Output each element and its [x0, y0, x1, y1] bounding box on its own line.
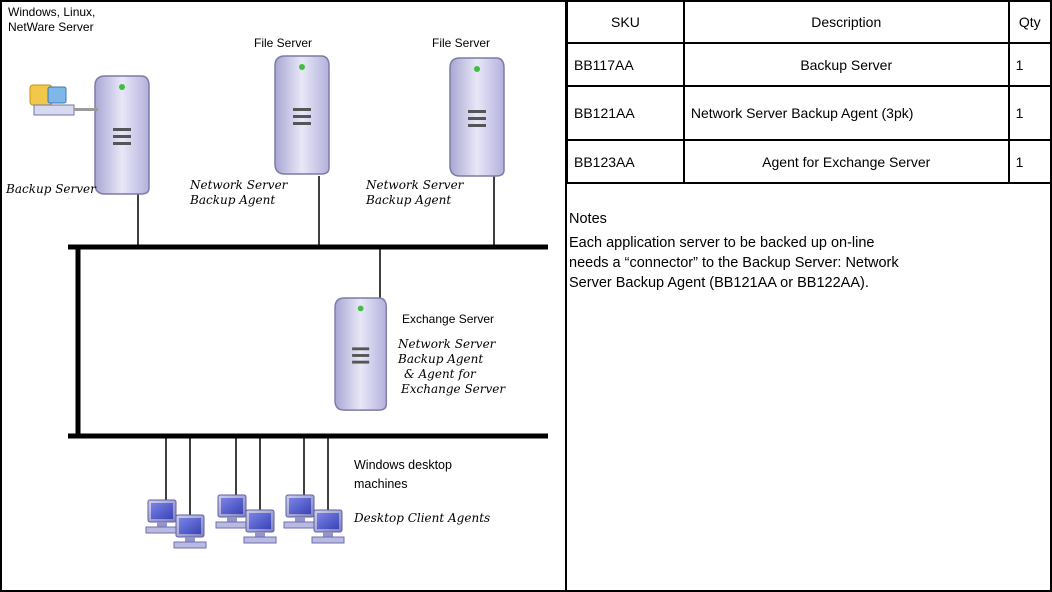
notes-line: Each application server to be backed up … [569, 235, 875, 251]
backup-server-label: Backup Server [6, 182, 96, 196]
sku-table: SKU Description Qty BB117AA Backup Serve… [566, 0, 1052, 184]
sku-cell: BB123AA [566, 139, 685, 184]
qty-cell: 1 [1007, 42, 1052, 87]
desktop-pc-5 [283, 494, 317, 529]
agent-2-label: Network Server Backup Agent [366, 178, 464, 207]
sku-cell: BB121AA [566, 85, 685, 141]
qty-cell: 1 [1007, 139, 1052, 184]
desktop-pc-6 [311, 509, 345, 544]
header-description: Description [682, 0, 1010, 44]
table-header-row: SKU Description Qty [566, 0, 1052, 44]
description-cell: Backup Server [682, 42, 1010, 87]
agent-1-label: Network Server Backup Agent [190, 178, 288, 207]
admin-console-icon [29, 84, 98, 116]
table-row: BB123AA Agent for Exchange Server 1 [566, 139, 1052, 184]
backup-host-label: Windows, Linux, NetWare Server [8, 5, 96, 34]
desktop-pc-1 [145, 499, 179, 534]
notes-line: needs a “connector” to the Backup Server… [569, 255, 899, 271]
sku-cell: BB117AA [566, 42, 685, 87]
file-server-1-label: File Server [254, 36, 313, 50]
desktop-links [165, 436, 329, 525]
exchange-agents-label: Network Server Backup Agent & Agent for … [398, 337, 506, 396]
file-server-1-icon [274, 55, 330, 175]
notes-section: Notes Each application server to be back… [569, 209, 1049, 293]
exchange-server-label: Exchange Server [402, 312, 495, 326]
notes-title: Notes [569, 211, 607, 227]
header-qty: Qty [1007, 0, 1052, 44]
backup-server-icon [94, 75, 150, 195]
description-cell: Network Server Backup Agent (3pk) [682, 85, 1010, 141]
desktop-pc-2 [173, 514, 207, 549]
desktops-label: Windows desktop machines [354, 458, 452, 491]
desktop-pc-4 [243, 509, 277, 544]
description-cell: Agent for Exchange Server [682, 139, 1010, 184]
file-server-2-icon [449, 57, 505, 177]
desktop-agents-label: Desktop Client Agents [354, 511, 491, 525]
table-row: BB121AA Network Server Backup Agent (3pk… [566, 85, 1052, 141]
file-server-2-label: File Server [432, 36, 491, 50]
desktop-pc-3 [215, 494, 249, 529]
qty-cell: 1 [1007, 85, 1052, 141]
header-sku: SKU [566, 0, 685, 44]
notes-line: Server Backup Agent (BB121AA or BB122AA)… [569, 275, 869, 291]
table-row: BB117AA Backup Server 1 [566, 42, 1052, 87]
exchange-server-icon [334, 297, 388, 411]
